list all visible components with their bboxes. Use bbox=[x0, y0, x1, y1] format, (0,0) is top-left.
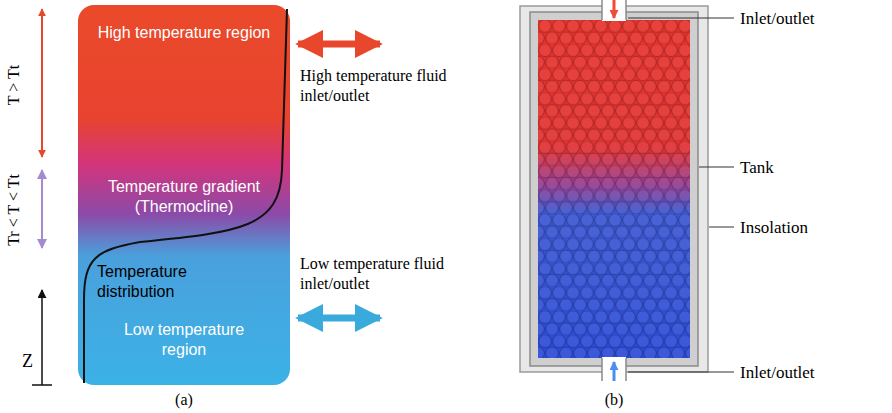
range-arrow bbox=[41, 9, 43, 157]
packed-bed bbox=[538, 20, 690, 358]
leader-line bbox=[628, 372, 734, 373]
callout-label: Tank bbox=[740, 157, 880, 178]
region-label: High temperature region bbox=[94, 23, 274, 43]
insulation bbox=[520, 6, 708, 372]
panel-label: (b) bbox=[594, 390, 634, 410]
pipe-wall bbox=[625, 0, 627, 20]
range-label: Tr < T < Tt bbox=[4, 174, 24, 246]
leader-line bbox=[699, 167, 734, 168]
pipe-wall bbox=[601, 358, 603, 381]
pipe-wall bbox=[601, 0, 603, 20]
temperature-curve bbox=[84, 9, 287, 383]
pipe-wall bbox=[625, 358, 627, 381]
axis-label: Z bbox=[22, 350, 40, 373]
flow-arrow bbox=[298, 41, 380, 48]
port-label: Low temperature fluid inlet/outlet bbox=[300, 254, 478, 294]
flow-arrow bbox=[613, 0, 616, 18]
port-label: High temperature fluid inlet/outlet bbox=[300, 66, 478, 106]
callout-label: Inlet/outlet bbox=[740, 362, 880, 383]
flow-arrow bbox=[298, 315, 380, 322]
z-axis-arrow bbox=[41, 290, 43, 385]
range-arrow bbox=[41, 170, 43, 248]
region-label: Low temperature region bbox=[104, 320, 264, 360]
region-label: Temperature gradient (Thermocline) bbox=[94, 177, 274, 217]
leader-line bbox=[628, 18, 734, 19]
inlet-pipe bbox=[602, 0, 626, 21]
z-axis-tick bbox=[32, 384, 52, 386]
storage-tank: High temperature regionTemperature gradi… bbox=[78, 5, 290, 385]
region-label: Temperature distribution bbox=[97, 262, 207, 302]
flow-arrow bbox=[613, 362, 616, 381]
tank-gradient bbox=[78, 5, 290, 385]
callout-label: Insolation bbox=[740, 217, 880, 238]
callout-label: Inlet/outlet bbox=[740, 8, 880, 29]
range-label: T > Tt bbox=[4, 65, 24, 105]
storage-medium bbox=[538, 20, 690, 358]
outlet-pipe bbox=[602, 357, 626, 381]
leader-line bbox=[709, 227, 734, 228]
panel-label: (a) bbox=[164, 390, 204, 410]
tank-wall bbox=[530, 12, 698, 366]
